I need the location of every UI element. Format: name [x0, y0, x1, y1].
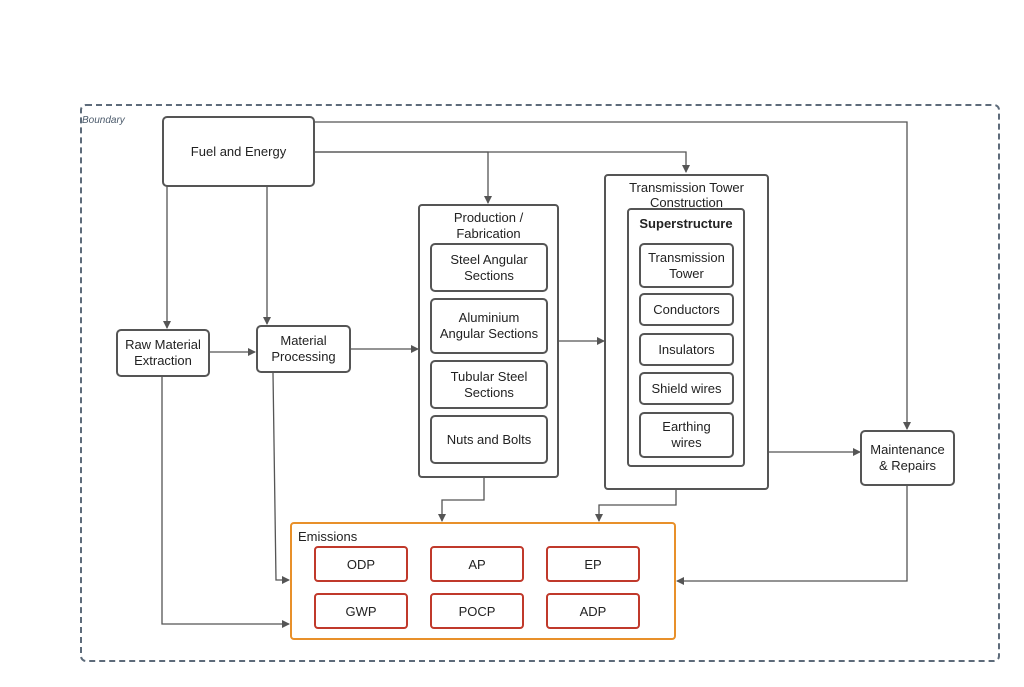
arrow-maintenance-to-emissions [676, 486, 908, 585]
arrow-fuel-to-maintenance [314, 121, 911, 430]
system-boundary [80, 104, 1000, 662]
arrow-raw-to-emissions [161, 376, 290, 628]
impact-category-label: EP [584, 556, 602, 572]
maintenance-label: Maintenance & Repairs [870, 442, 945, 473]
production-item-label: Steel Angular Sections [450, 251, 528, 283]
emissions-title: Emissions [298, 529, 358, 544]
construction-title: Transmission Tower Construction [629, 180, 744, 210]
material-processing-node: Material Processing [256, 325, 351, 373]
production-item-label: Tubular Steel Sections [450, 368, 528, 400]
superstructure-title: Superstructure [639, 216, 733, 231]
superstructure-item-label: Transmission Tower [648, 249, 725, 281]
fuel-energy-label: Fuel and Energy [190, 143, 287, 159]
impact-category: AP [430, 546, 524, 582]
material-processing-label: Material Processing [271, 333, 336, 364]
superstructure-container: Superstructure [627, 208, 745, 467]
production-item-label: Aluminium Angular Sections [439, 310, 539, 341]
impact-category: POCP [430, 593, 524, 629]
superstructure-item-label: Earthing wires [662, 419, 711, 450]
impact-category-label: POCP [458, 603, 496, 619]
superstructure-item: Transmission Tower [639, 243, 734, 288]
fuel-energy-node: Fuel and Energy [162, 116, 315, 187]
emissions-container [290, 522, 676, 640]
superstructure-item-label: Shield wires [651, 380, 722, 396]
impact-category: GWP [314, 593, 408, 629]
production-item-label: Nuts and Bolts [446, 431, 532, 447]
impact-category: ADP [546, 593, 640, 629]
impact-category: EP [546, 546, 640, 582]
arrow-processing-to-emissions [272, 372, 290, 584]
production-title: Production / Fabrication [453, 210, 524, 241]
superstructure-item-label: Conductors [653, 301, 720, 317]
production-item: Aluminium Angular Sections [430, 298, 548, 354]
superstructure-item-label: Insulators [658, 341, 715, 357]
impact-category-label: ODP [346, 556, 376, 572]
arrow-fuel-to-construction [314, 151, 690, 173]
impact-category-label: AP [468, 556, 486, 572]
maintenance-node: Maintenance & Repairs [860, 430, 955, 486]
boundary-label: Boundary [82, 115, 125, 126]
impact-category-label: GWP [345, 603, 377, 619]
raw-material-node: Raw Material Extraction [116, 329, 210, 377]
raw-material-label: Raw Material Extraction [125, 337, 201, 368]
production-item: Tubular Steel Sections [430, 360, 548, 409]
superstructure-item: Shield wires [639, 372, 734, 405]
superstructure-item: Conductors [639, 293, 734, 326]
superstructure-item: Insulators [639, 333, 734, 366]
arrow-production-to-emissions [438, 477, 485, 522]
construction-container: Transmission Tower Construction [604, 174, 769, 490]
arrow-construction-to-emissions [595, 489, 677, 522]
impact-category: ODP [314, 546, 408, 582]
superstructure-item: Earthing wires [639, 412, 734, 458]
production-container: Production / Fabrication [418, 204, 559, 478]
production-item: Nuts and Bolts [430, 415, 548, 464]
impact-category-label: ADP [579, 603, 607, 619]
production-item: Steel Angular Sections [430, 243, 548, 292]
